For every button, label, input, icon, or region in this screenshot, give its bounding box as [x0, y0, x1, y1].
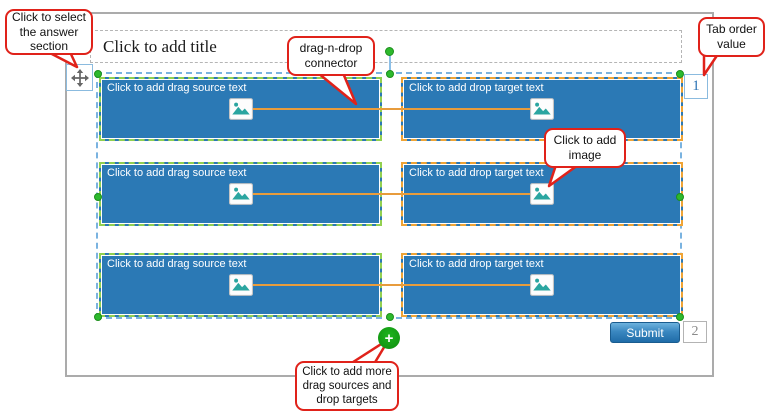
image-placeholder-icon[interactable] — [530, 183, 554, 205]
image-placeholder-icon[interactable] — [228, 274, 253, 296]
callout-text: Click to select the answer section — [11, 10, 87, 54]
callout-text: drag-n-drop connector — [299, 41, 363, 70]
callout-add-image: Click to add image — [544, 128, 626, 168]
drop-target-box[interactable]: Click to add drop target text — [401, 162, 683, 226]
drag-drop-row: Click to add drag source text Click to a… — [98, 77, 684, 141]
move-icon — [70, 68, 89, 87]
drop-target-label: Click to add drop target text — [409, 82, 544, 94]
submit-button[interactable]: Submit — [610, 322, 680, 343]
add-pair-button[interactable]: + — [378, 327, 400, 349]
callout-text: Tab order value — [706, 22, 757, 51]
image-placeholder-icon[interactable] — [228, 183, 253, 205]
selection-handle-bottom-center[interactable] — [386, 313, 394, 321]
selection-handle-top-center[interactable] — [386, 70, 394, 78]
callout-drag-n-drop-connector: drag-n-drop connector — [287, 36, 375, 76]
selection-handle-top-left[interactable] — [94, 70, 102, 78]
callout-text: Click to add image — [553, 133, 617, 162]
tab-order-value-submit[interactable]: 2 — [683, 321, 707, 343]
rotation-handle[interactable] — [385, 47, 394, 56]
selection-handle-bottom-left[interactable] — [94, 313, 102, 321]
drop-target-label: Click to add drop target text — [409, 258, 544, 270]
drag-source-box[interactable]: Click to add drag source text — [99, 77, 382, 141]
drag-drop-connector-line[interactable] — [238, 284, 543, 286]
answer-section[interactable]: Click to add drag source text Click to a… — [94, 47, 684, 321]
callout-tab-order-value: Tab order value — [698, 17, 765, 57]
drag-source-label: Click to add drag source text — [107, 82, 247, 94]
drag-drop-row: Click to add drag source text Click to a… — [98, 253, 684, 317]
drag-drop-connector-line[interactable] — [238, 193, 543, 195]
plus-icon: + — [384, 329, 394, 347]
rotation-handle-stem — [389, 52, 391, 74]
image-placeholder-icon[interactable] — [530, 98, 554, 120]
callout-add-more-pairs: Click to add more drag sources and drop … — [295, 361, 399, 411]
selection-handle-middle-right[interactable] — [676, 193, 684, 201]
drag-source-label: Click to add drag source text — [107, 167, 247, 179]
selection-handle-middle-left[interactable] — [94, 193, 102, 201]
selection-handle-bottom-right[interactable] — [676, 313, 684, 321]
image-placeholder-icon[interactable] — [228, 98, 253, 120]
drop-target-box[interactable]: Click to add drop target text — [401, 77, 683, 141]
callout-select-answer-section: Click to select the answer section — [5, 9, 93, 55]
drag-source-label: Click to add drag source text — [107, 258, 247, 270]
drop-target-label: Click to add drop target text — [409, 167, 544, 179]
image-placeholder-icon[interactable] — [530, 274, 554, 296]
title-placeholder[interactable]: Click to add title — [90, 30, 682, 63]
drag-drop-row: Click to add drag source text Click to a… — [98, 162, 684, 226]
drag-drop-connector-line[interactable] — [238, 108, 543, 110]
selection-handle-top-right[interactable] — [676, 70, 684, 78]
callout-text: Click to add more drag sources and drop … — [302, 365, 392, 407]
move-section-handle[interactable] — [66, 64, 93, 91]
tab-order-value-answer-section[interactable]: 1 — [684, 74, 708, 99]
